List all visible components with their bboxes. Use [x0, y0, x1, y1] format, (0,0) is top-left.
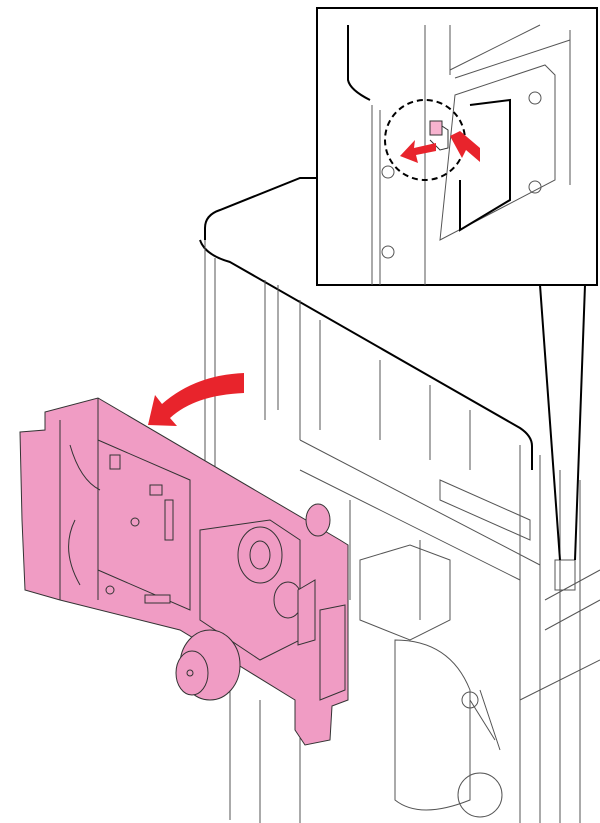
rotate-arrow-icon: [148, 373, 244, 426]
push-arrow-icon: [450, 131, 480, 162]
drive-assembly: [19, 397, 349, 746]
pull-arrow-icon: [400, 140, 436, 163]
detail-inset: [316, 7, 598, 561]
machine-frame: [199, 177, 600, 823]
